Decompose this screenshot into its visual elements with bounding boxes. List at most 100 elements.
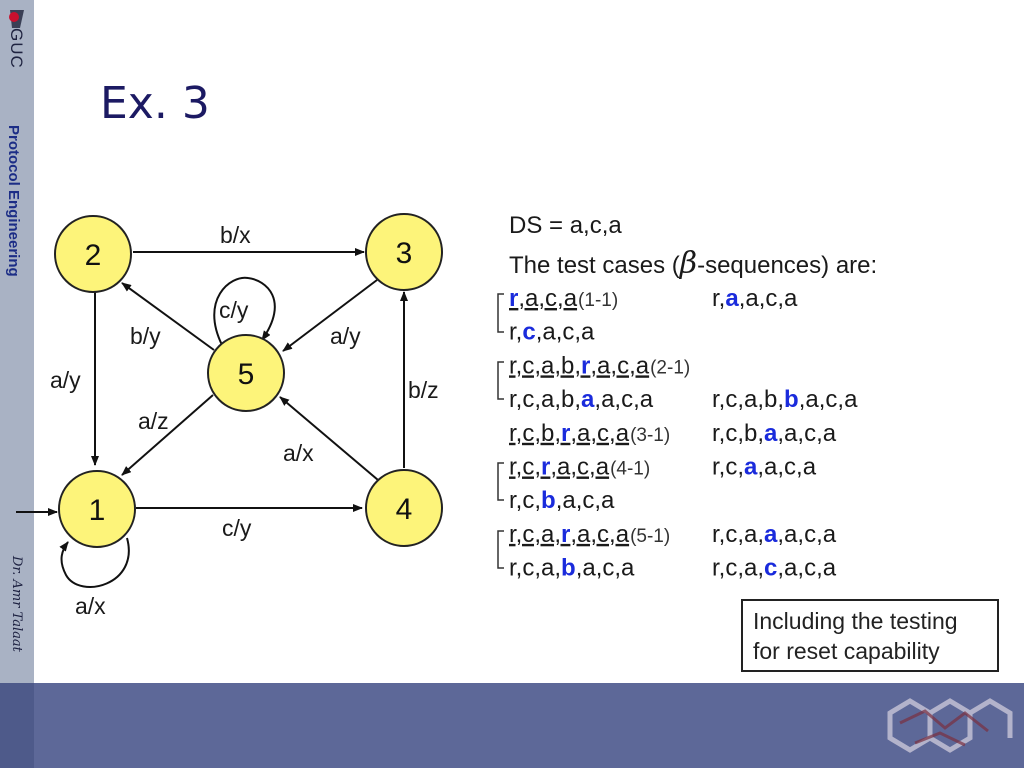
transition-5-2 (121, 282, 215, 351)
sidebar: GUC Protocol Engineering Dr. Amr Talaat (0, 0, 34, 768)
sequence-right-5: r,c,b,a,a,c,a (712, 420, 837, 447)
sequence-left-5-part: ,a,c,a (570, 420, 629, 447)
molecule-decoration-icon (887, 698, 1013, 753)
sequence-right-6: r,c,a,a,c,a (712, 454, 817, 481)
transition-4-5 (279, 396, 379, 481)
sequence-left-1-part: r (509, 285, 518, 312)
sequence-left-7-part: ,a,c,a (556, 487, 615, 514)
sequence-left-8-part: ,a,c,a (570, 521, 629, 548)
state-2 (54, 215, 132, 293)
sequence-right-9-part: ,a,c,a (777, 555, 836, 582)
sequence-left-9-part: b (561, 555, 576, 582)
sequence-right-8-part: r,c,a, (712, 521, 764, 548)
state-3-label: 3 (396, 237, 413, 270)
sequence-left-2-part: ,a,c,a (536, 319, 595, 346)
sequence-tag-5: (3-1) (630, 425, 670, 446)
sequence-left-5: r,c,b,r,a,c,a (509, 420, 630, 447)
label-4-5: a/x (283, 440, 314, 466)
footer-band (34, 683, 1024, 768)
note-line-1: Including the testing (753, 608, 958, 634)
sequence-left-9-part: r,c,a, (509, 555, 561, 582)
sequence-left-2: r,c,a,c,a (509, 319, 595, 346)
sequence-right-6-part: ,a,c,a (757, 454, 816, 481)
sequence-right-9-part: r,c,a, (712, 555, 764, 582)
sequence-left-3-part: r (581, 352, 590, 379)
slide-title: Ex. 3 (100, 78, 210, 129)
bracket-1 (497, 293, 504, 333)
state-3 (365, 213, 443, 291)
sequence-left-1-part: ,a,c,a (518, 285, 577, 312)
guc-logo-icon (9, 10, 24, 28)
slide-diagram: b/x a/y b/y c/y a/y a/z a/x b/z c/y a/x … (16, 212, 877, 619)
label-3-5: a/y (330, 323, 361, 349)
label-5-1: a/z (138, 408, 169, 434)
transition-5-1 (121, 394, 214, 476)
label-2-3: b/x (220, 222, 251, 248)
ds-line: DS = a,c,a (509, 212, 622, 239)
sequence-tag-8: (5-1) (630, 526, 670, 547)
label-2-1: a/y (50, 367, 81, 393)
sequence-left-2-part: c (522, 319, 535, 346)
footer-band-left (0, 683, 34, 768)
sequence-left-1: r,a,c,a (509, 285, 578, 312)
sequence-left-3-part: r,c,a,b, (509, 352, 581, 379)
bracket-3 (497, 462, 504, 501)
sequence-left-6-part: r (541, 454, 550, 481)
course-label: Protocol Engineering (5, 125, 22, 277)
sequence-left-8-part: r (561, 521, 570, 548)
sequence-right-1-part: a (725, 285, 739, 312)
state-4-label: 4 (396, 493, 413, 526)
bracket-4 (497, 530, 504, 569)
sequence-right-8-part: ,a,c,a (777, 521, 836, 548)
label-1-1: a/x (75, 593, 106, 619)
sequence-tag-6: (4-1) (610, 459, 650, 480)
sequence-right-1-part: ,a,c,a (739, 285, 798, 312)
sequence-right-9: r,c,a,c,a,c,a (712, 555, 837, 582)
state-1-label: 1 (89, 494, 106, 527)
note-box: Including the testing for reset capabili… (741, 599, 999, 672)
sequence-left-6: r,c,r,a,c,a (509, 454, 610, 481)
sequence-left-9-part: ,a,c,a (576, 555, 635, 582)
sequence-right-8: r,c,a,a,a,c,a (712, 521, 837, 548)
sequence-right-6-part: r,c, (712, 454, 744, 481)
label-1-4: c/y (222, 515, 252, 541)
sequence-right-4-part: b (784, 386, 799, 413)
intro-end: -sequences) are: (697, 252, 877, 279)
sequence-right-6-part: a (744, 454, 758, 481)
sequence-left-2-part: r, (509, 319, 522, 346)
transition-5-5 (213, 276, 276, 346)
state-5-label: 5 (238, 358, 255, 391)
sequence-left-4-part: r,c,a,b, (509, 386, 581, 413)
note-line-2: for reset capability (753, 638, 940, 664)
bracket-2 (497, 361, 504, 400)
sequence-left-4: r,c,a,b,a,a,c,a (509, 386, 654, 413)
sequence-tag-1: (1-1) (578, 290, 618, 311)
sequence-tag-3: (2-1) (650, 357, 690, 378)
sequence-right-5-part: a (764, 420, 778, 447)
sequence-right-5-part: ,a,c,a (777, 420, 836, 447)
author-label: Dr. Amr Talaat (9, 556, 24, 652)
intro-line: The test cases (β-sequences) are: (509, 246, 877, 281)
sequence-right-8-part: a (764, 521, 778, 548)
state-2-label: 2 (85, 239, 102, 272)
sequence-left-8: r,c,a,r,a,c,a (509, 521, 630, 548)
sequence-left-3: r,c,a,b,r,a,c,a (509, 352, 650, 379)
state-5 (207, 334, 285, 412)
sequence-left-9: r,c,a,b,a,c,a (509, 555, 635, 582)
sequence-left-6-part: r,c, (509, 454, 541, 481)
sequence-right-1: r,a,a,c,a (712, 285, 798, 312)
sequence-left-5-part: r,c,b, (509, 420, 561, 447)
transition-3-5 (282, 279, 378, 352)
sequence-right-4: r,c,a,b,b,a,c,a (712, 386, 858, 413)
sequence-right-4-part: r,c,a,b, (712, 386, 784, 413)
state-1 (58, 470, 136, 548)
sequence-right-4-part: ,a,c,a (799, 386, 858, 413)
sequence-left-4-part: a (581, 386, 595, 413)
sequence-left-6-part: ,a,c,a (550, 454, 609, 481)
sequence-left-4-part: ,a,c,a (594, 386, 653, 413)
transition-1-1 (59, 537, 130, 588)
label-4-3: b/z (408, 377, 439, 403)
sequence-left-7-part: b (541, 487, 556, 514)
sequence-left-7-part: r,c, (509, 487, 541, 514)
sequence-right-1-part: r, (712, 285, 725, 312)
